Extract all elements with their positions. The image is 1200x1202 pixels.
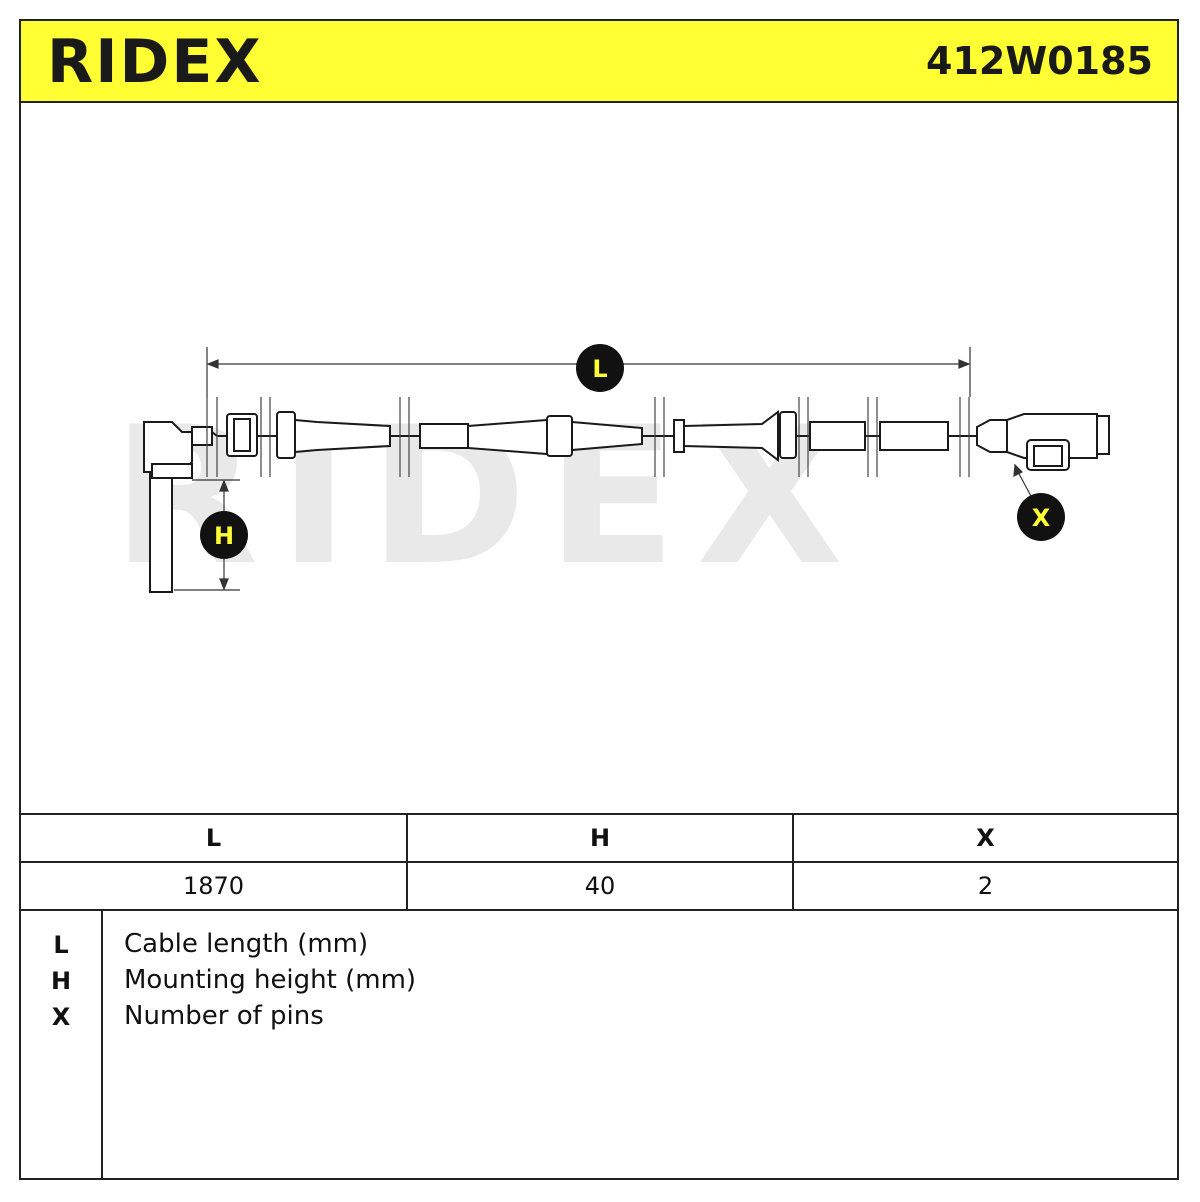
spec-header-length: L <box>21 815 406 863</box>
cable-assembly <box>143 397 1110 593</box>
watermark-logo: RIDEX <box>112 386 863 607</box>
spec-column-length: L 1870 <box>21 815 408 909</box>
pins-marker: X <box>1017 493 1065 541</box>
spec-column-pins: X 2 <box>794 815 1177 909</box>
spec-header-pins: X <box>794 815 1177 863</box>
spec-table: L 1870 H 40 X 2 <box>21 813 1177 911</box>
pins-pointer <box>1013 463 1033 499</box>
height-marker: H <box>200 511 248 559</box>
spec-value-length: 1870 <box>182 872 245 900</box>
legend-key: L <box>53 931 69 959</box>
spec-value-pins: 2 <box>977 872 994 900</box>
legend-description: Cable length (mm) <box>124 929 369 959</box>
length-marker: L <box>576 344 624 392</box>
spec-value-height: 40 <box>584 872 616 900</box>
spec-header-height: H <box>408 815 792 863</box>
spec-column-height: H 40 <box>408 815 794 909</box>
header-bar: RIDEX 412W0185 <box>21 21 1177 103</box>
legend-key: X <box>51 1003 71 1031</box>
height-marker-label: H <box>214 522 234 550</box>
legend: L Cable length (mm) H Mounting height (m… <box>21 911 1177 1178</box>
technical-drawing: RIDEX <box>21 101 1177 813</box>
datasheet: RIDEX 412W0185 RIDEX <box>19 19 1179 1180</box>
legend-description: Number of pins <box>124 1001 324 1031</box>
length-marker-label: L <box>592 355 607 383</box>
legend-divider <box>101 911 103 1178</box>
legend-description: Mounting height (mm) <box>124 965 417 995</box>
legend-key: H <box>50 967 72 995</box>
part-number: 412W0185 <box>926 39 1153 83</box>
pins-marker-label: X <box>1032 504 1051 532</box>
brand-logo: RIDEX <box>47 27 263 97</box>
